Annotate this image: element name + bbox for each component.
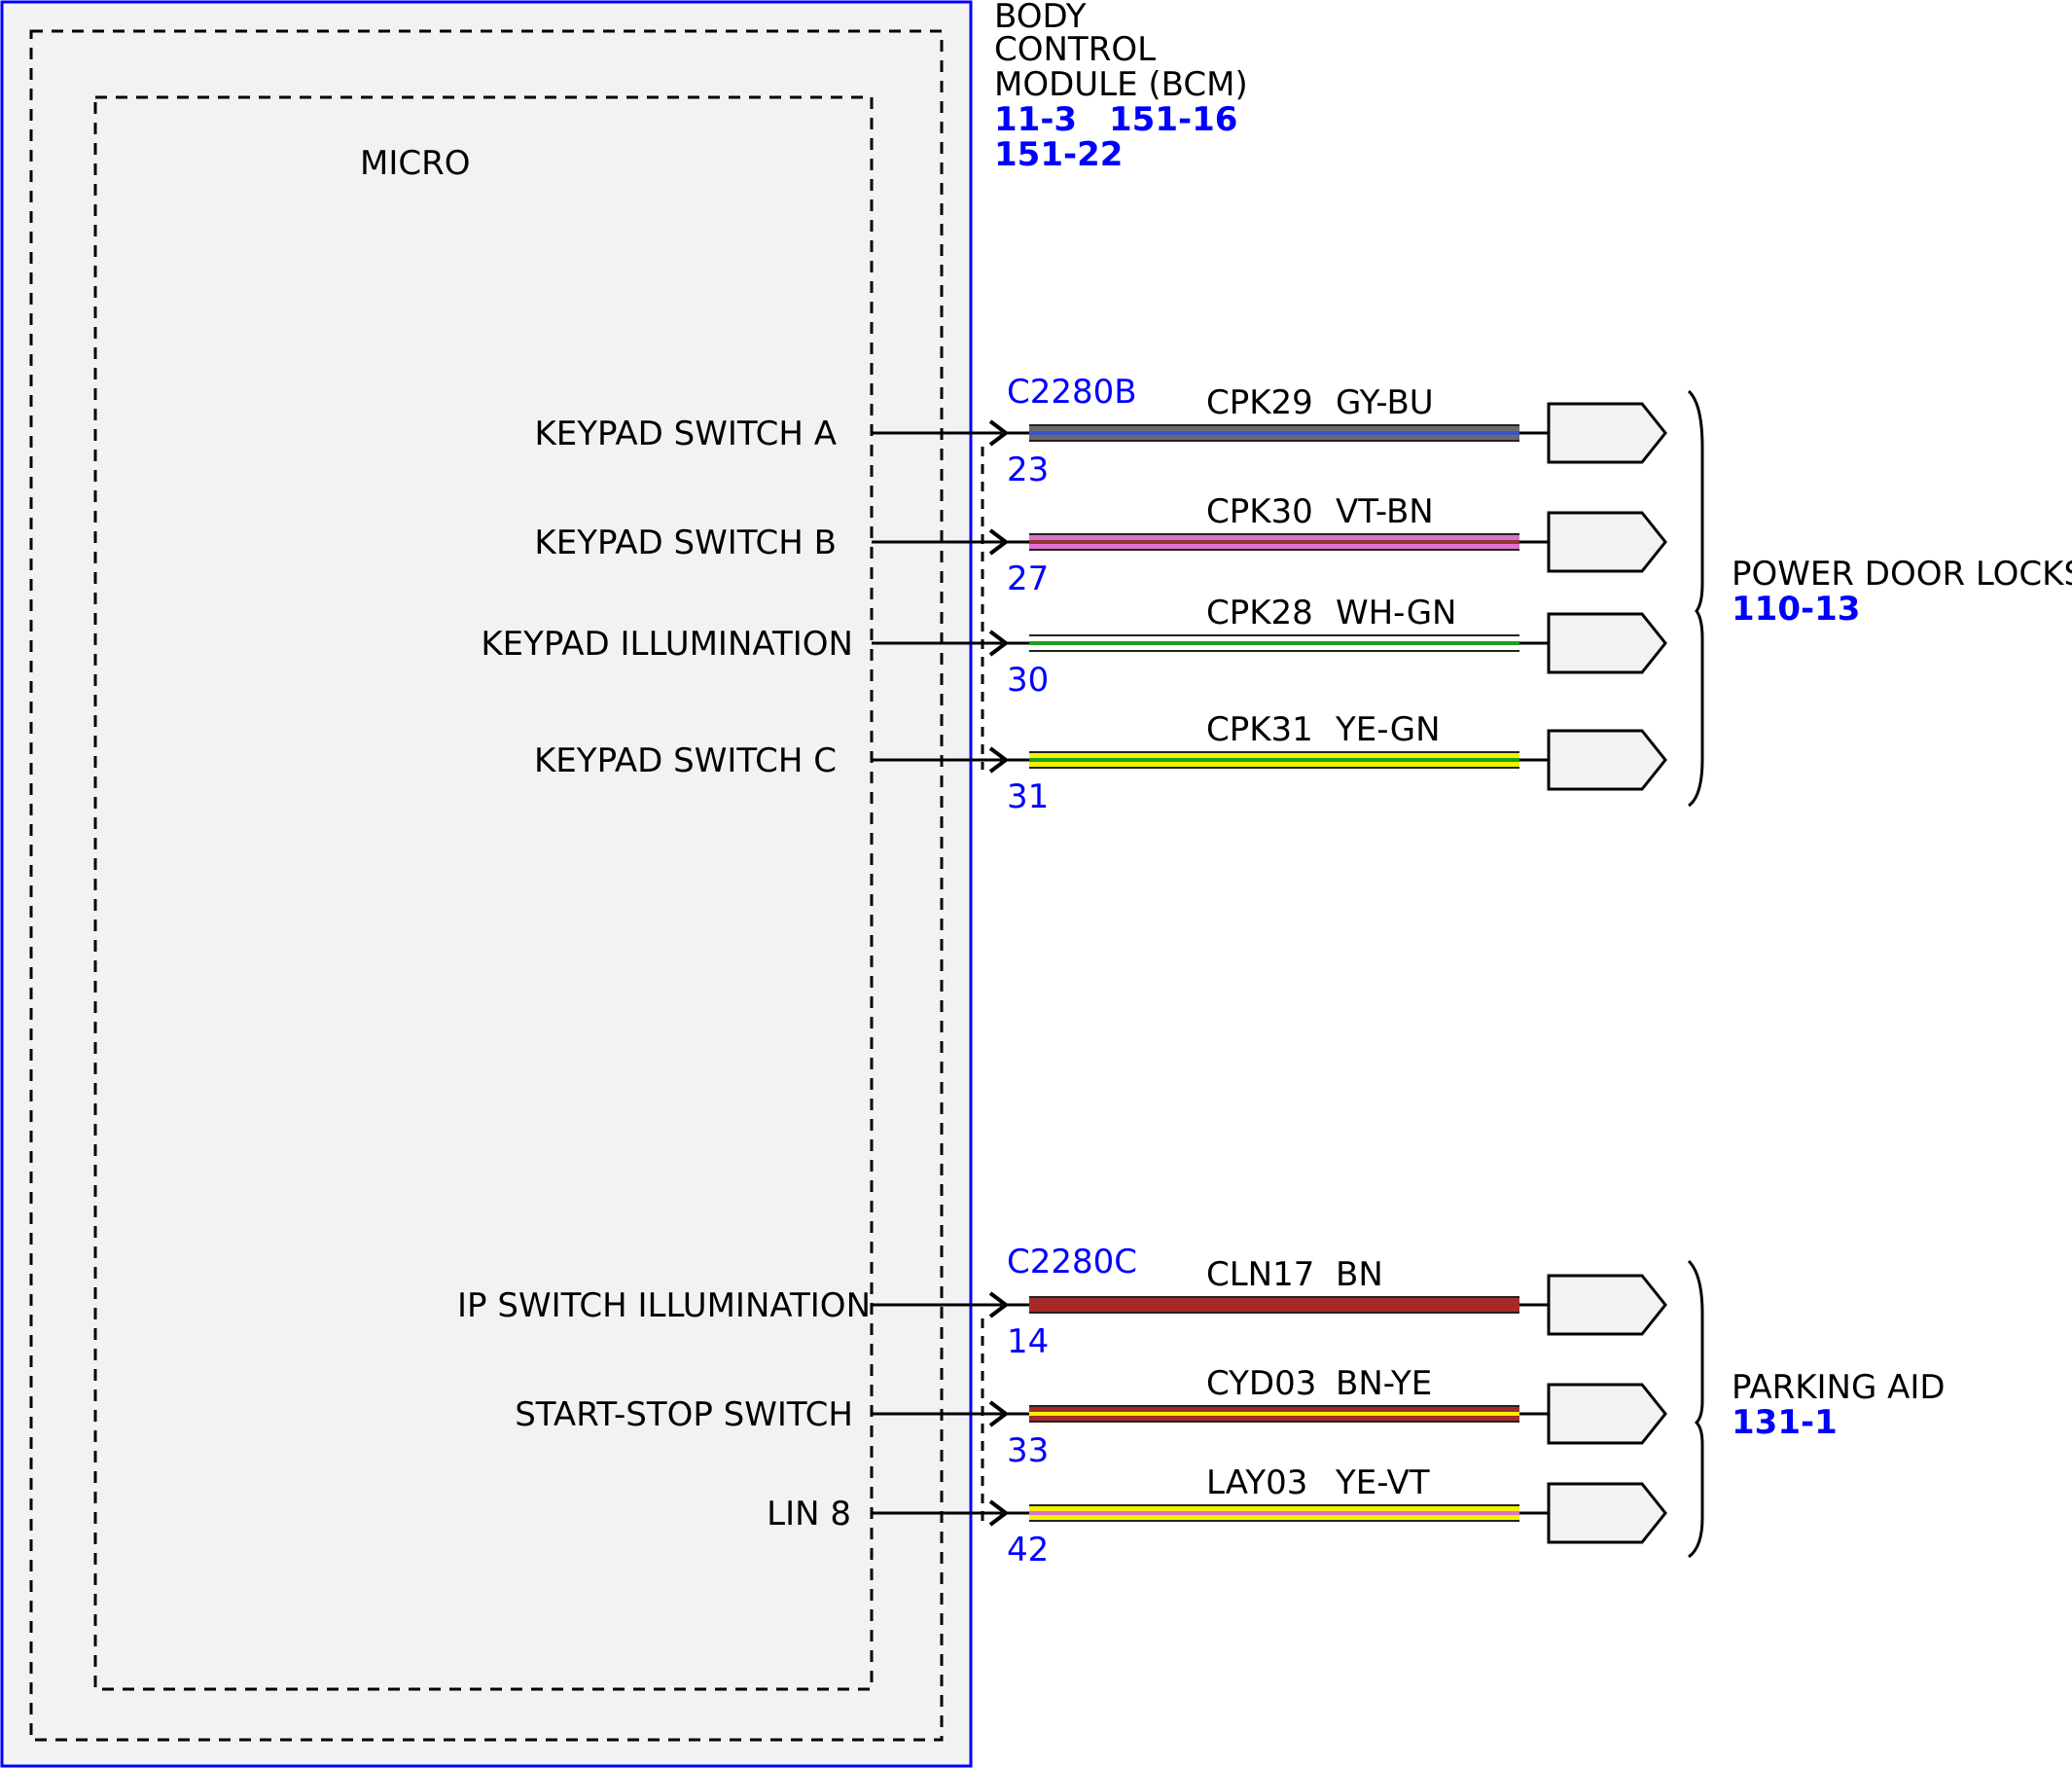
destination-connector-lay03 — [1547, 1482, 1667, 1544]
connector-c2280c-label: C2280C — [1007, 1243, 1137, 1281]
circuit-id-cln17: CLN17 — [1206, 1255, 1314, 1294]
destination-connector-cln17 — [1547, 1274, 1667, 1336]
destination-connector-cpk28 — [1547, 612, 1667, 674]
signal-label-ip-switch-illumination: IP SWITCH ILLUMINATION — [457, 1286, 871, 1325]
circuit-id-lay03: LAY03 — [1206, 1463, 1307, 1502]
parking-aid-label: PARKING AID — [1732, 1368, 1946, 1407]
wire-cpk30 — [1029, 533, 1519, 551]
circuit-row-keypad-switch-a: KEYPAD SWITCH A 23 CPK29 GY-BU — [535, 383, 1667, 489]
signal-label-start-stop-switch: START-STOP SWITCH — [515, 1395, 853, 1434]
bcm-module-body: MICRO — [0, 0, 973, 1768]
wire-color-code-cpk29: GY-BU — [1336, 383, 1434, 422]
signal-label-keypad-switch-b: KEYPAD SWITCH B — [534, 523, 837, 562]
circuit-row-keypad-switch-c: KEYPAD SWITCH C 31 CPK31 YE-GN — [534, 710, 1667, 816]
pin-number-30: 30 — [1007, 661, 1049, 700]
pin-number-23: 23 — [1007, 451, 1049, 489]
bcm-title-block: BODY CONTROL MODULE (BCM) 11-3 151-16 15… — [994, 0, 1248, 174]
wire-cpk31 — [1029, 751, 1519, 769]
power-door-locks-ref: 110-13 — [1732, 590, 1860, 629]
pin-number-31: 31 — [1007, 777, 1049, 816]
circuit-id-cpk31: CPK31 — [1206, 710, 1313, 749]
pin-number-27: 27 — [1007, 559, 1049, 598]
circuit-id-cpk30: CPK30 — [1206, 492, 1313, 531]
wire-color-code-cyd03: BN-YE — [1336, 1364, 1432, 1403]
bcm-ref-2: 151-16 — [1109, 100, 1237, 139]
parking-aid-ref: 131-1 — [1732, 1403, 1838, 1442]
circuit-row-keypad-switch-b: KEYPAD SWITCH B 27 CPK30 VT-BN — [534, 492, 1667, 598]
power-door-locks-label: POWER DOOR LOCKS — [1732, 555, 2072, 594]
bcm-title-line-1: BODY — [994, 0, 1087, 36]
destination-connector-cpk31 — [1547, 729, 1667, 791]
circuit-id-cpk28: CPK28 — [1206, 594, 1313, 632]
wire-cpk29 — [1029, 424, 1519, 442]
wire-cln17 — [1029, 1296, 1519, 1314]
bcm-outer-dashed-boundary — [29, 29, 944, 1742]
micro-dashed-boundary — [93, 95, 874, 1691]
destination-power-door-locks: POWER DOOR LOCKS 110-13 — [1687, 389, 2072, 808]
bcm-ref-3: 151-22 — [994, 135, 1123, 174]
wire-color-code-cln17: BN — [1336, 1255, 1383, 1294]
pin-number-14: 14 — [1007, 1322, 1049, 1361]
signal-label-keypad-switch-c: KEYPAD SWITCH C — [534, 741, 837, 780]
wire-cpk28 — [1029, 634, 1519, 652]
signal-label-keypad-switch-a: KEYPAD SWITCH A — [535, 415, 838, 453]
circuit-row-lin-8: LIN 8 42 LAY03 YE-VT — [767, 1463, 1667, 1570]
wire-lay03 — [1029, 1504, 1519, 1522]
parking-aid-brace — [1687, 1259, 1704, 1559]
wire-color-code-cpk28: WH-GN — [1336, 594, 1456, 632]
signal-label-lin-8: LIN 8 — [767, 1495, 851, 1533]
destination-parking-aid: PARKING AID 131-1 — [1687, 1259, 1946, 1559]
bcm-module-border — [0, 0, 973, 1768]
circuit-row-keypad-illumination: KEYPAD ILLUMINATION 30 CPK28 WH-GN — [481, 594, 1667, 700]
circuit-id-cyd03: CYD03 — [1206, 1364, 1316, 1403]
bcm-title-line-3: MODULE (BCM) — [994, 65, 1248, 104]
pin-number-33: 33 — [1007, 1431, 1049, 1470]
signal-label-keypad-illumination: KEYPAD ILLUMINATION — [481, 625, 853, 664]
destination-connector-cpk30 — [1547, 511, 1667, 573]
wire-color-code-cpk31: YE-GN — [1335, 710, 1441, 749]
bcm-title-line-2: CONTROL — [994, 30, 1156, 69]
micro-label: MICRO — [360, 144, 471, 183]
connector-c2280b-label: C2280B — [1007, 373, 1137, 412]
bcm-ref-1: 11-3 — [994, 100, 1077, 139]
wire-cyd03 — [1029, 1405, 1519, 1423]
circuit-row-start-stop-switch: START-STOP SWITCH 33 CYD03 BN-YE — [515, 1364, 1667, 1470]
wire-color-code-lay03: YE-VT — [1335, 1463, 1430, 1502]
pin-number-42: 42 — [1007, 1531, 1049, 1570]
power-door-locks-brace — [1687, 389, 1704, 808]
destination-connector-cyd03 — [1547, 1383, 1667, 1445]
circuit-id-cpk29: CPK29 — [1206, 383, 1313, 422]
destination-connector-cpk29 — [1547, 402, 1667, 464]
circuit-row-ip-switch-illumination: IP SWITCH ILLUMINATION 14 CLN17 BN — [457, 1255, 1667, 1361]
wire-color-code-cpk30: VT-BN — [1336, 492, 1434, 531]
